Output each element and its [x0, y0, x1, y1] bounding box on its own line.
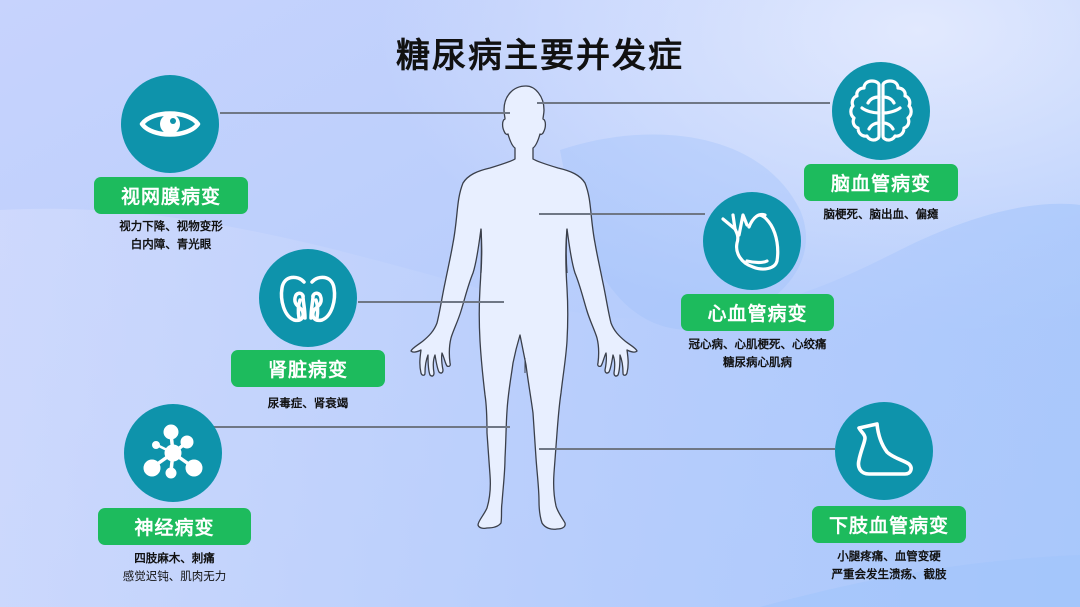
kidneys-icon — [279, 275, 337, 323]
connector-neuropathy — [212, 426, 510, 428]
human-body-figure — [410, 85, 638, 530]
retinopathy-desc-line-1: 视力下降、视物变形 — [119, 219, 223, 233]
brain-icon — [849, 79, 913, 142]
foot-icon — [856, 422, 913, 476]
cerebrovascular-description: 脑梗死、脑出血、偏瘫 — [804, 205, 958, 223]
neuropathy-desc-line-1: 四肢麻木、刺痛 — [134, 551, 215, 565]
nephropathy-icon-circle — [259, 249, 357, 347]
lower-limb-desc-line-2: 严重会发生溃疡、截肢 — [831, 567, 947, 581]
retinopathy-label: 视网膜病变 — [94, 177, 248, 214]
cerebrovascular-icon-circle — [832, 62, 930, 160]
connector-cardiovascular — [539, 213, 705, 215]
cardiovascular-desc-line-1: 冠心病、心肌梗死、心绞痛 — [688, 337, 827, 351]
nephropathy-desc-line-1: 尿毒症、肾衰竭 — [267, 396, 349, 410]
page-title: 糖尿病主要并发症 — [396, 36, 684, 76]
cardiovascular-desc-line-2: 糖尿病心肌病 — [723, 355, 792, 369]
connector-nephropathy — [358, 301, 504, 303]
lower-limb-description: 小腿疼痛、血管变硬 严重会发生溃疡、截肢 — [802, 547, 976, 583]
cardiovascular-icon-circle — [703, 192, 801, 290]
eye-icon — [139, 111, 201, 137]
retinopathy-icon-circle — [121, 75, 219, 173]
cardiovascular-description: 冠心病、心肌梗死、心绞痛 糖尿病心肌病 — [661, 335, 854, 371]
connector-cerebrovascular — [537, 102, 830, 104]
lower-limb-desc-line-1: 小腿疼痛、血管变硬 — [837, 549, 941, 563]
neuropathy-desc-line-2: 感觉迟钝、肌肉无力 — [122, 569, 227, 583]
cerebrovascular-label: 脑血管病变 — [804, 164, 958, 201]
neuropathy-label: 神经病变 — [98, 508, 251, 545]
nephropathy-label: 肾脏病变 — [231, 350, 385, 387]
retinopathy-description: 视力下降、视物变形 白内障、青光眼 — [94, 217, 248, 253]
neuropathy-description: 四肢麻木、刺痛 感觉迟钝、肌肉无力 — [98, 549, 251, 585]
neuropathy-icon-circle — [124, 404, 222, 502]
connector-lower-limb — [539, 448, 835, 450]
heart-icon — [721, 212, 780, 271]
cerebrovascular-desc-line-1: 脑梗死、脑出血、偏瘫 — [823, 207, 939, 221]
retinopathy-desc-line-2: 白内障、青光眼 — [130, 237, 212, 251]
nephropathy-description: 尿毒症、肾衰竭 — [231, 394, 385, 412]
neuron-icon — [143, 424, 203, 479]
lower-limb-label: 下肢血管病变 — [812, 506, 966, 543]
lower-limb-icon-circle — [835, 402, 933, 500]
cardiovascular-label: 心血管病变 — [681, 294, 834, 331]
connector-retinopathy — [220, 112, 510, 114]
